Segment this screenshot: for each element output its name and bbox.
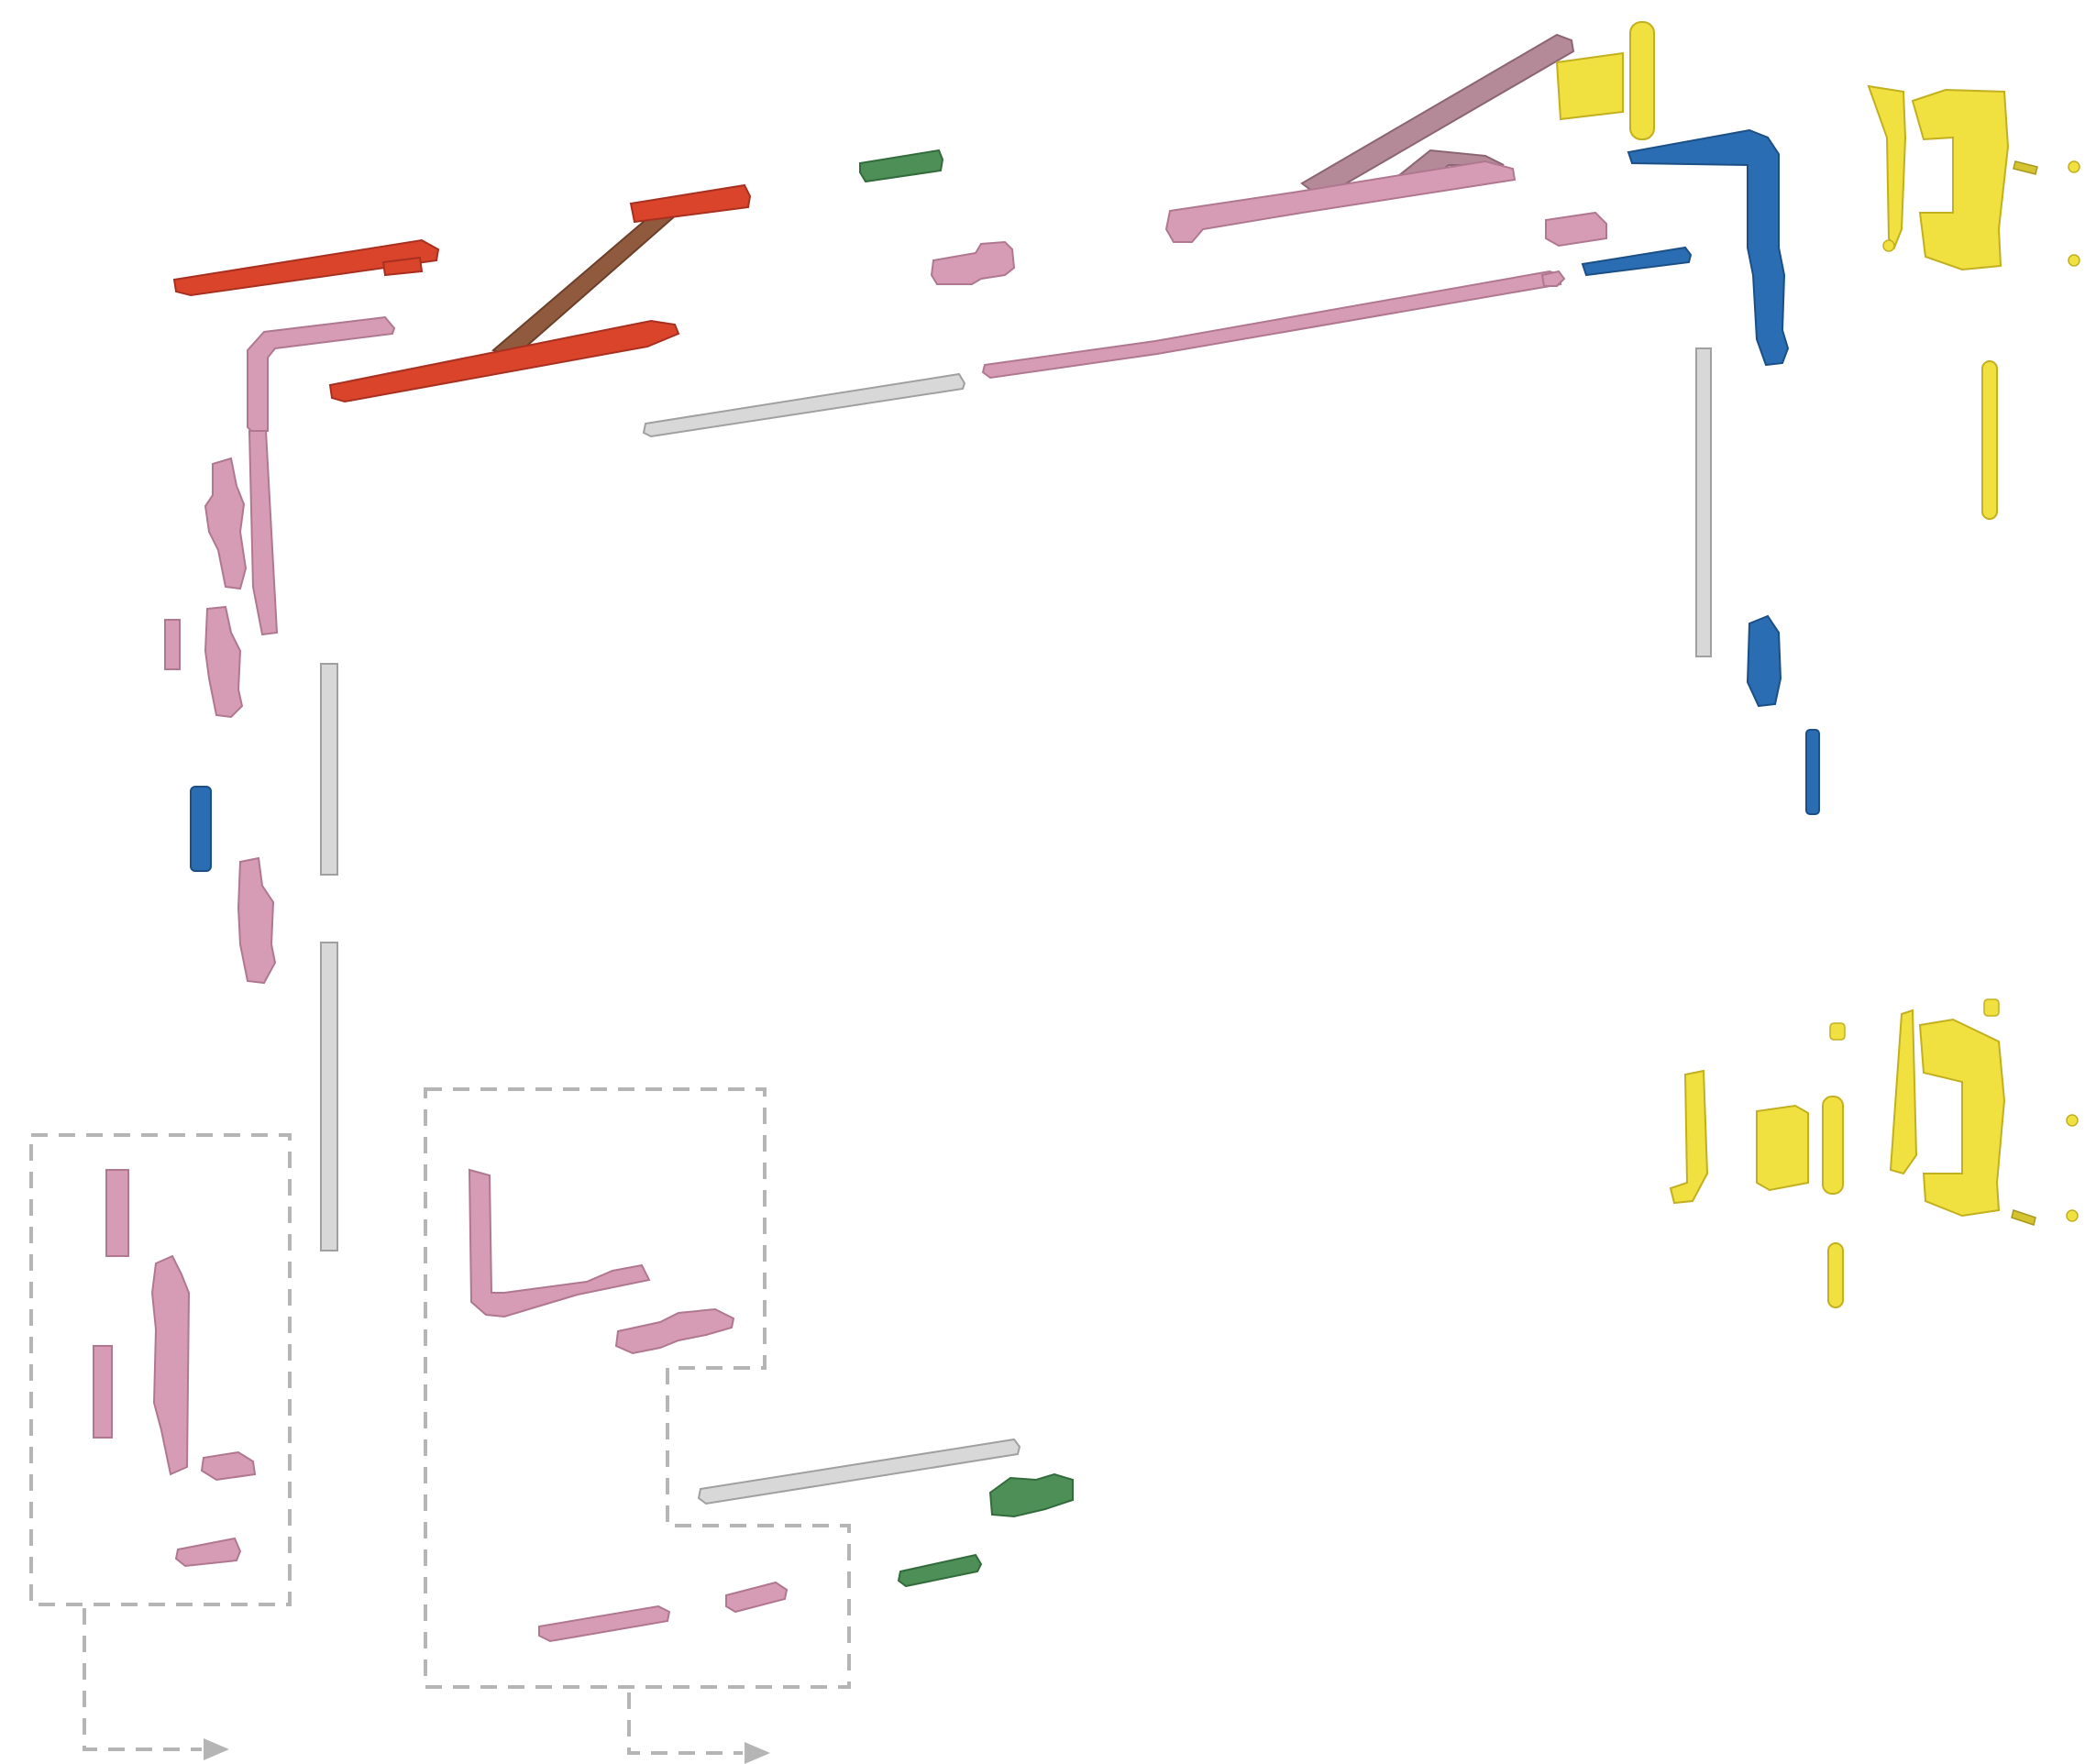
pink-small-connector <box>1540 270 1566 287</box>
blue-keeper-right <box>1746 614 1782 708</box>
top-middle-parts <box>642 149 1561 438</box>
pink-rod-detail-left-2 <box>93 1345 113 1439</box>
yellow-hinge-barrel-lower <box>1822 1096 1844 1195</box>
blue-keeper-rail-top <box>1581 246 1693 277</box>
pink-rod-detail-left-1 <box>105 1169 129 1257</box>
yellow-cap-lower-1 <box>1829 1022 1846 1041</box>
pink-drive-block <box>204 605 244 719</box>
arrow-path-middle <box>627 1692 743 1755</box>
yellow-screw-head-5 <box>2066 1209 2079 1222</box>
dashed-box-left <box>29 1133 292 1606</box>
green-cam-detail-small <box>897 1553 983 1588</box>
pink-corner-detail <box>468 1168 651 1318</box>
yellow-pin-lower <box>1827 1242 1844 1308</box>
pink-rod-top <box>981 270 1561 380</box>
detail-box-middle <box>424 1087 1074 1689</box>
pink-drive-detail <box>614 1307 735 1355</box>
arrow-head-middle <box>745 1742 770 1764</box>
pink-lock-detail-left <box>150 1254 191 1476</box>
red-stay-rail-lower <box>328 319 680 403</box>
yellow-screw-2 <box>2011 1209 2036 1226</box>
yellow-screw-head-3 <box>1882 239 1895 252</box>
yellow-hinge-bracket-lower-left <box>1669 1069 1709 1205</box>
yellow-screw-1 <box>2013 160 2038 175</box>
pink-small-block-right <box>1545 211 1607 248</box>
pink-lock-block-left <box>237 856 277 985</box>
detail-box-left <box>29 1133 292 1606</box>
pink-vertical-rod-left <box>248 430 279 636</box>
yellow-screw-head-4 <box>2066 1114 2079 1127</box>
red-stay-rail-upper <box>172 238 440 297</box>
pink-gear-block <box>204 457 248 590</box>
flow-arrows <box>83 1608 770 1764</box>
pink-cam-detail-left <box>200 1450 257 1482</box>
blue-keeper-right-small <box>1805 729 1820 815</box>
blue-corner-drive <box>1627 128 1790 367</box>
gray-rod-detail <box>697 1438 1021 1505</box>
yellow-hinge-lower-body <box>1918 1018 2006 1218</box>
red-stay-rail-top <box>629 183 752 224</box>
gray-rod-left-lower <box>320 942 338 1251</box>
arrow-head-left <box>204 1738 229 1760</box>
green-cam-top <box>859 149 944 183</box>
pink-corner-drive-top <box>247 315 396 435</box>
pink-block-top <box>930 240 1016 285</box>
top-right-stay-arm-assembly <box>1164 21 1655 248</box>
pink-small-detail-left <box>174 1537 242 1568</box>
pink-small-keeper <box>164 619 181 670</box>
left-corner-drive <box>164 315 396 1251</box>
green-cam-detail-large <box>988 1472 1074 1518</box>
yellow-hinge-upper-body <box>1911 88 2010 271</box>
right-corner-drive <box>1540 128 1820 815</box>
pink-cam-detail-mid <box>725 1581 789 1614</box>
top-left-stay-arm-assembly <box>172 183 752 403</box>
yellow-screw-head-1 <box>2068 160 2080 173</box>
gray-rod-left-upper <box>320 663 338 876</box>
pink-stay-rail <box>1164 160 1517 243</box>
yellow-top-hinge-plate <box>1555 51 1624 121</box>
yellow-top-hinge-barrel <box>1629 21 1655 140</box>
yellow-cap-lower-2 <box>1983 998 2000 1017</box>
hinges <box>1669 84 2080 1308</box>
yellow-screw-head-2 <box>2068 254 2080 267</box>
yellow-hinge-bracket-upper <box>1867 84 1907 250</box>
gray-rod-right <box>1695 347 1712 657</box>
dashed-box-middle <box>424 1087 851 1689</box>
blue-keeper-left <box>190 786 212 872</box>
yellow-hinge-bracket-lower-right <box>1889 1009 1918 1175</box>
arrow-path-left <box>83 1608 202 1751</box>
pink-rod-detail-mid <box>538 1604 671 1643</box>
red-stay-tab <box>381 256 424 277</box>
yellow-hinge-plate-lower <box>1756 1104 1809 1192</box>
gray-rod-top <box>642 372 966 438</box>
yellow-pin-upper <box>1981 360 1998 520</box>
